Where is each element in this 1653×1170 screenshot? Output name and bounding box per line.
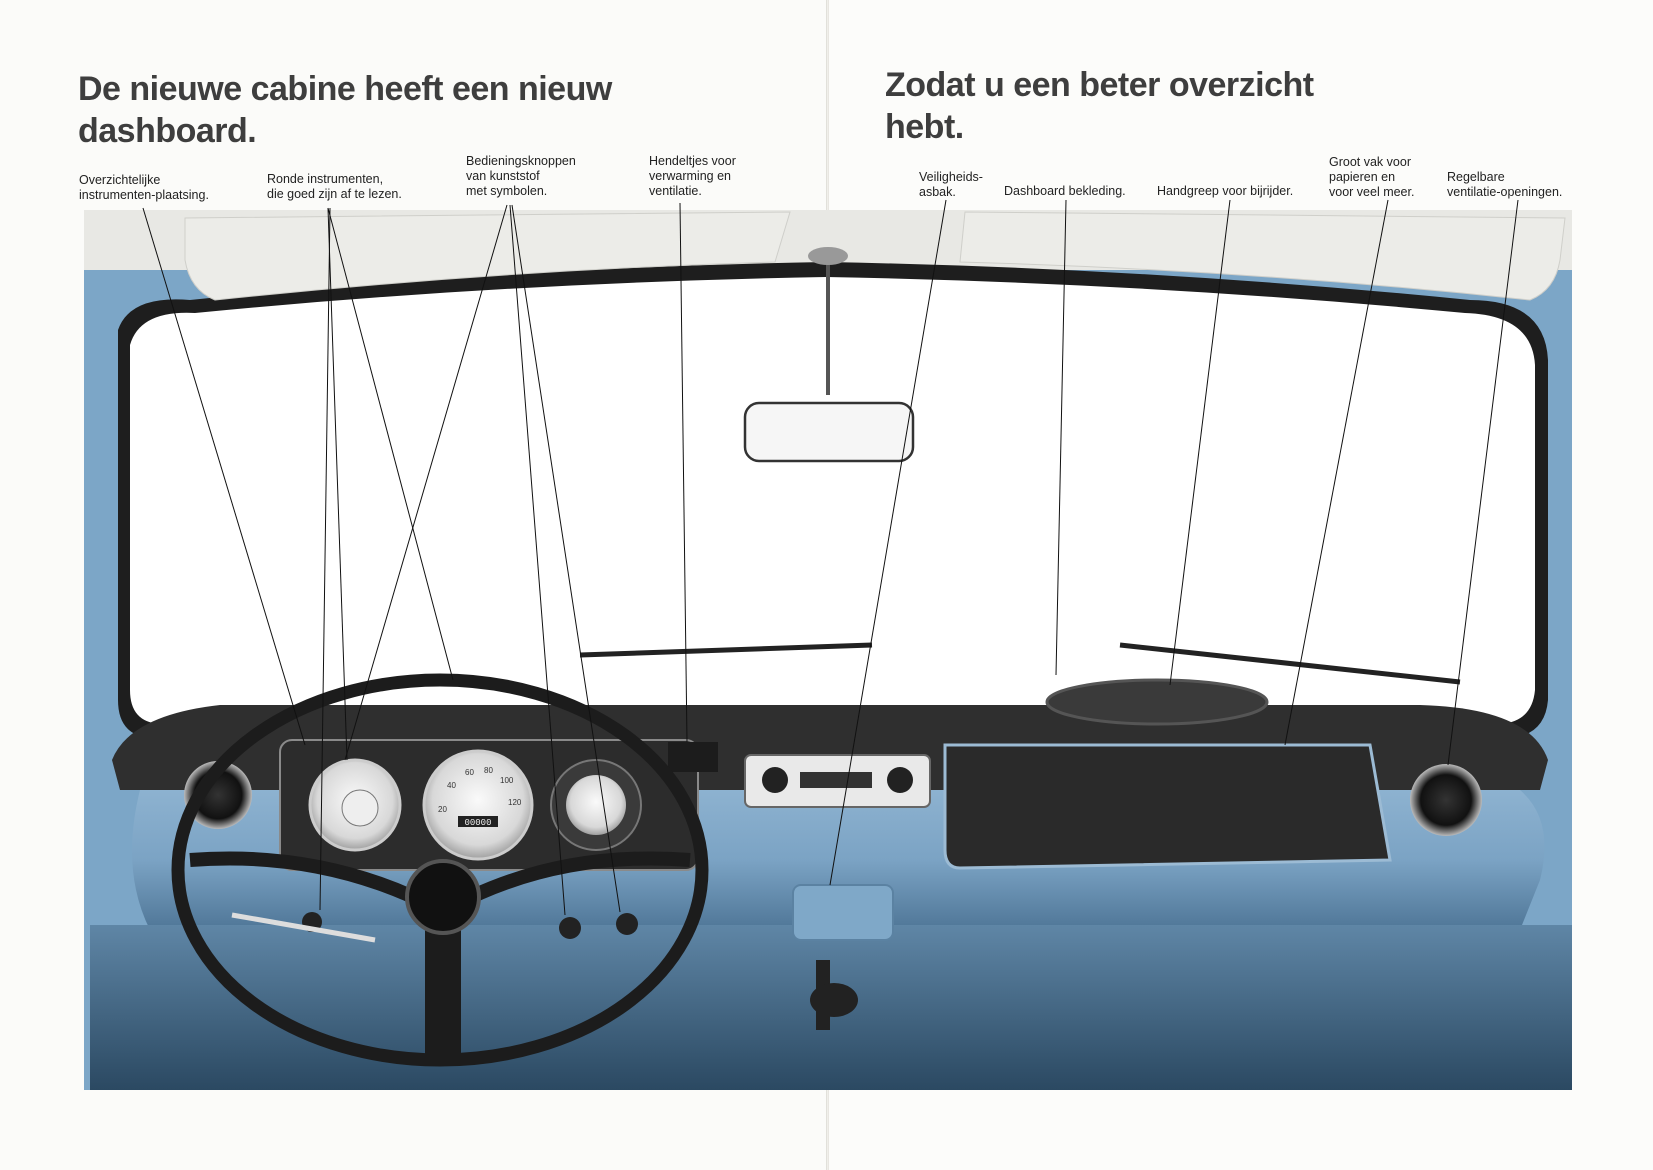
windshield [130, 277, 1535, 724]
heater-levers [668, 742, 718, 772]
fuel-gauge-hub [341, 789, 379, 827]
callout-round-instruments: Ronde instrumenten, die goed zijn af te … [267, 172, 402, 201]
callout-instrument-layout: Overzichtelijke instrumenten-plaatsing. [79, 173, 209, 202]
radio-knob-right [887, 767, 913, 793]
speed-80: 80 [484, 766, 493, 775]
callout-glovebox: Groot vak voor papieren en voor veel mee… [1329, 155, 1415, 199]
speed-120: 120 [508, 798, 522, 807]
heading-right: Zodat u een beter overzicht hebt. [885, 66, 1314, 146]
odometer [458, 816, 498, 827]
callout-dashboard-padding: Dashboard bekleding. [1004, 184, 1126, 198]
grab-handle [1045, 678, 1269, 726]
glovebox [943, 743, 1392, 870]
callout-plastic-knobs: Bedieningsknoppen van kunststof met symb… [466, 154, 576, 198]
callout-vents: Regelbare ventilatie-openingen. [1447, 170, 1563, 199]
speed-20: 20 [438, 805, 447, 814]
speed-100: 100 [500, 776, 514, 785]
vent-right [1410, 764, 1482, 836]
knob-2 [559, 917, 581, 939]
horn-button [405, 859, 481, 935]
clock-gauge [566, 775, 626, 835]
turn-signal-stalk [231, 912, 376, 943]
radio-buttons [800, 772, 872, 788]
rearview-mirror [743, 401, 915, 463]
wiper-left [579, 642, 873, 658]
odometer-digits: 00000 [464, 818, 491, 828]
callout-passenger-handle: Handgreep voor bijrijder. [1157, 184, 1294, 198]
radio-knob-left [762, 767, 788, 793]
mirror-mount [808, 247, 848, 265]
ashtray [792, 884, 894, 941]
callout-heating-levers: Hendeltjes voor verwarming en ventilatie… [649, 154, 736, 198]
vent-left [184, 761, 252, 829]
callout-safety-ashtray: Veiligheids- asbak. [919, 170, 983, 199]
handbrake [810, 983, 858, 1017]
speed-40: 40 [447, 781, 456, 790]
speed-60: 60 [465, 768, 474, 777]
knob-3 [616, 913, 638, 935]
steering-spoke-left [189, 851, 434, 912]
heading-left: De nieuwe cabine heeft een nieuw dashboa… [78, 70, 612, 150]
